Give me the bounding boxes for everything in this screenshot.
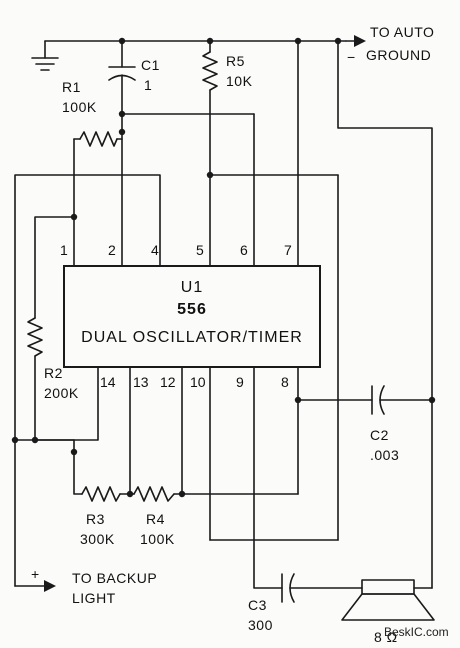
speaker-value-label: 8 Ω [374, 629, 398, 645]
r5-ref-label: R5 [226, 53, 245, 69]
c1-value-label: 1 [144, 77, 152, 93]
r3-feed-wire [73, 439, 83, 495]
c3-value-label: 300 [248, 617, 273, 633]
speaker-icon [341, 579, 435, 621]
backup-label-line2: LIGHT [72, 590, 116, 606]
resistor-r4 [133, 486, 175, 502]
backup-sign: + [31, 566, 40, 582]
ground-symbol [31, 40, 59, 71]
capacitor-c1 [108, 40, 136, 115]
pin-label: 13 [133, 374, 149, 390]
ic-part-label: 556 [177, 301, 207, 318]
ic-ref-label: U1 [181, 279, 203, 296]
auto-ground-arrow-head [354, 35, 366, 47]
pin-label: 8 [281, 374, 289, 390]
r4-value-label: 100K [140, 531, 175, 547]
pin-label: 12 [160, 374, 176, 390]
ic-u1-body [63, 265, 321, 368]
r3-ref-label: R3 [86, 511, 105, 527]
c1-ref-label: C1 [141, 57, 160, 73]
r1-value-label: 100K [62, 99, 97, 115]
backup-label-line1: TO BACKUP [72, 570, 157, 586]
c2-value-label: .003 [370, 447, 399, 463]
right-ground-wire [337, 40, 433, 589]
auto-ground-label-line1: TO AUTO [370, 24, 434, 40]
junction-dot [118, 128, 126, 136]
r2-value-label: 200K [44, 385, 79, 401]
pin4-loop-wire [14, 174, 161, 441]
pin-label: 6 [240, 242, 248, 258]
r2-ref-label: R2 [44, 365, 63, 381]
c2-ref-label: C2 [370, 427, 389, 443]
r5-value-label: 10K [226, 73, 253, 89]
pin-label: 9 [236, 374, 244, 390]
backup-arrow-head [44, 580, 56, 592]
resistor-r5 [202, 40, 218, 267]
pin-label: 7 [284, 242, 292, 258]
r2-top-wire [34, 216, 75, 319]
resistor-r2 [27, 317, 43, 441]
pin-label: 1 [60, 242, 68, 258]
auto-ground-sign: − [347, 49, 356, 65]
resistor-r1 [73, 131, 123, 147]
pin-label: 2 [108, 242, 116, 258]
c3-ref-label: C3 [248, 597, 267, 613]
pin-label: 4 [151, 242, 159, 258]
pin-label: 5 [196, 242, 204, 258]
pin-label: 14 [100, 374, 116, 390]
watermark-text: BeskIC.com [384, 625, 449, 639]
r3-value-label: 300K [80, 531, 115, 547]
pin-label: 10 [190, 374, 206, 390]
pin9-wire [253, 366, 283, 589]
auto-ground-label-line2: GROUND [366, 47, 431, 63]
r1-ref-label: R1 [62, 79, 81, 95]
resistor-r3 [81, 486, 121, 502]
ic-desc-label: DUAL OSCILLATOR/TIMER [81, 329, 303, 346]
r4-ref-label: R4 [146, 511, 165, 527]
